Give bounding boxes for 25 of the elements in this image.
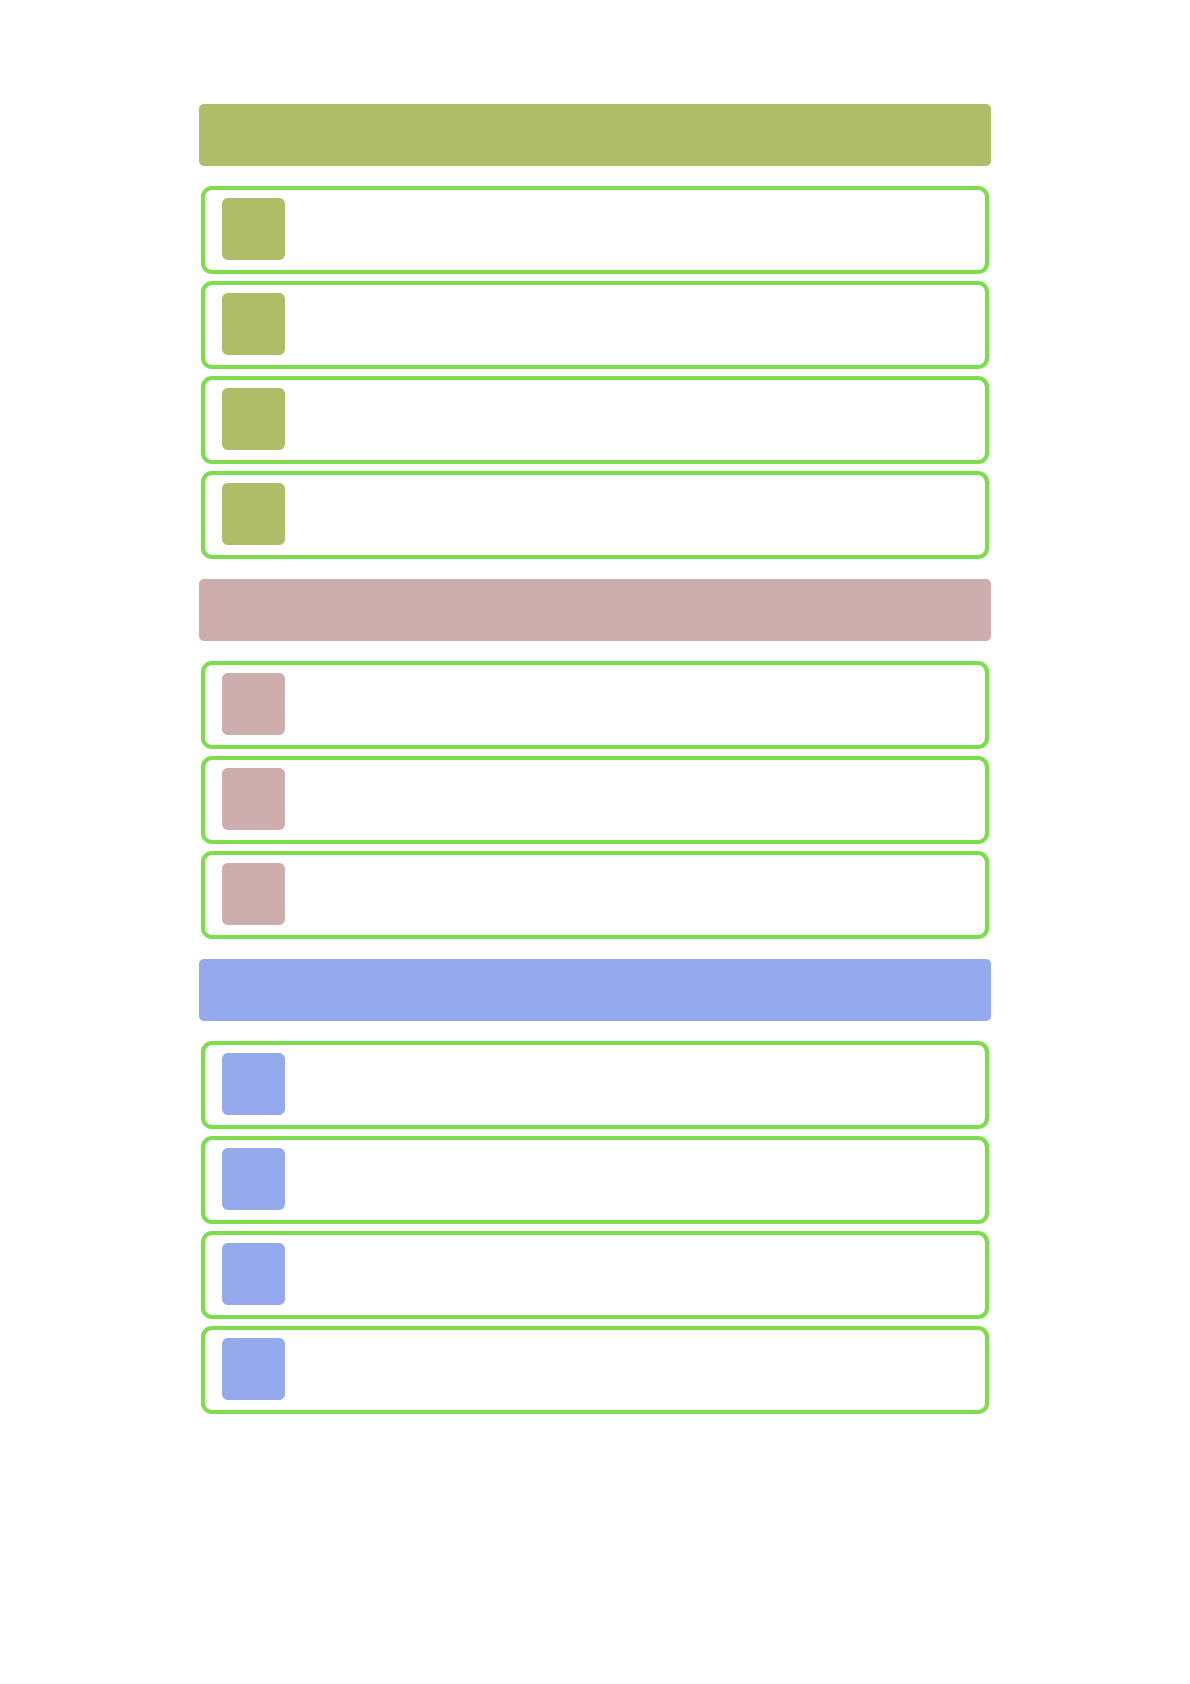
row-box	[200, 660, 990, 750]
row-box	[200, 1040, 990, 1130]
square-tile	[222, 293, 285, 355]
row-box	[200, 1230, 990, 1320]
header-band	[199, 579, 991, 641]
square-tile	[222, 1053, 285, 1115]
row-box	[200, 1135, 990, 1225]
row-box	[200, 280, 990, 370]
square-tile	[222, 1148, 285, 1210]
row-box	[200, 470, 990, 560]
row-box	[200, 1325, 990, 1415]
square-tile	[222, 388, 285, 450]
square-tile	[222, 1338, 285, 1400]
row-box	[200, 850, 990, 940]
row-box	[200, 755, 990, 845]
row-box	[200, 375, 990, 465]
square-tile	[222, 1243, 285, 1305]
square-tile	[222, 863, 285, 925]
header-band	[199, 959, 991, 1021]
square-tile	[222, 483, 285, 545]
square-tile	[222, 198, 285, 260]
square-tile	[222, 768, 285, 830]
header-band	[199, 104, 991, 166]
square-tile	[222, 673, 285, 735]
row-box	[200, 185, 990, 275]
